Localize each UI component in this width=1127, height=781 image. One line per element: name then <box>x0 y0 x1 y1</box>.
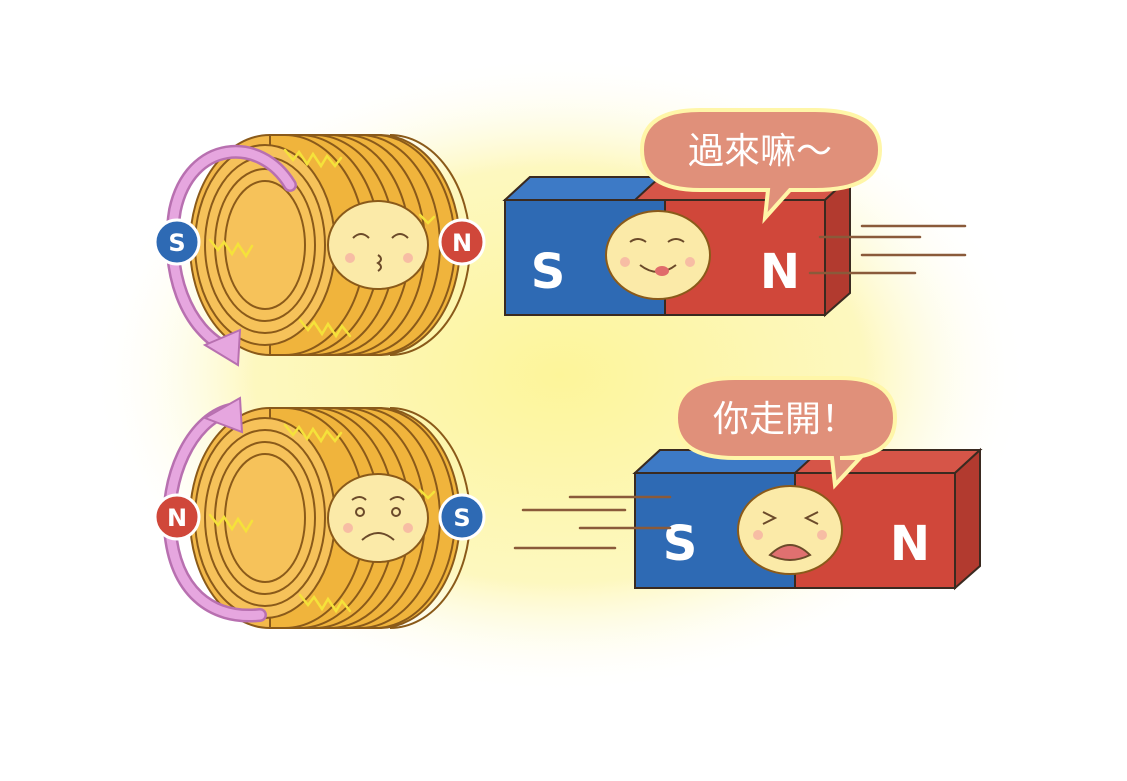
coil-bottom-right-pole: S <box>438 493 486 541</box>
coil-face-kissing <box>327 200 429 290</box>
spark-icon <box>208 148 436 339</box>
spark-icon <box>208 423 436 614</box>
coil-top: S N <box>153 134 486 367</box>
coil-bottom: N S <box>153 396 486 629</box>
coil-top-left-pole: S <box>153 218 201 266</box>
magnet-face-tongue <box>605 210 711 300</box>
svg-text:N: N <box>760 244 800 300</box>
speech-bubble-top: 過來嘛～ <box>639 108 883 224</box>
magnet-top: S N <box>502 174 967 318</box>
coil-bottom-left-pole: N <box>153 493 201 541</box>
svg-text:N: N <box>452 229 472 257</box>
svg-text:S: S <box>531 244 566 300</box>
speech-bubble-bottom: 你走開！ <box>673 376 898 490</box>
svg-text:N: N <box>167 504 187 532</box>
svg-text:過來嘛～: 過來嘛～ <box>688 131 832 172</box>
svg-text:S: S <box>168 229 185 257</box>
coil-face-worried <box>327 473 429 563</box>
current-arrowhead-icon <box>202 328 242 367</box>
svg-text:S: S <box>663 516 698 572</box>
magnet-face-crying <box>737 485 843 575</box>
svg-text:N: N <box>890 516 930 572</box>
scene-repel: N S S N <box>153 376 983 629</box>
motion-lines <box>513 495 672 550</box>
scene-attract: S N S N <box>153 108 967 367</box>
motion-lines <box>808 224 967 275</box>
current-arrowhead-icon <box>202 396 244 434</box>
svg-text:S: S <box>453 504 470 532</box>
svg-text:你走開！: 你走開！ <box>713 399 857 440</box>
coil-top-right-pole: N <box>438 218 486 266</box>
